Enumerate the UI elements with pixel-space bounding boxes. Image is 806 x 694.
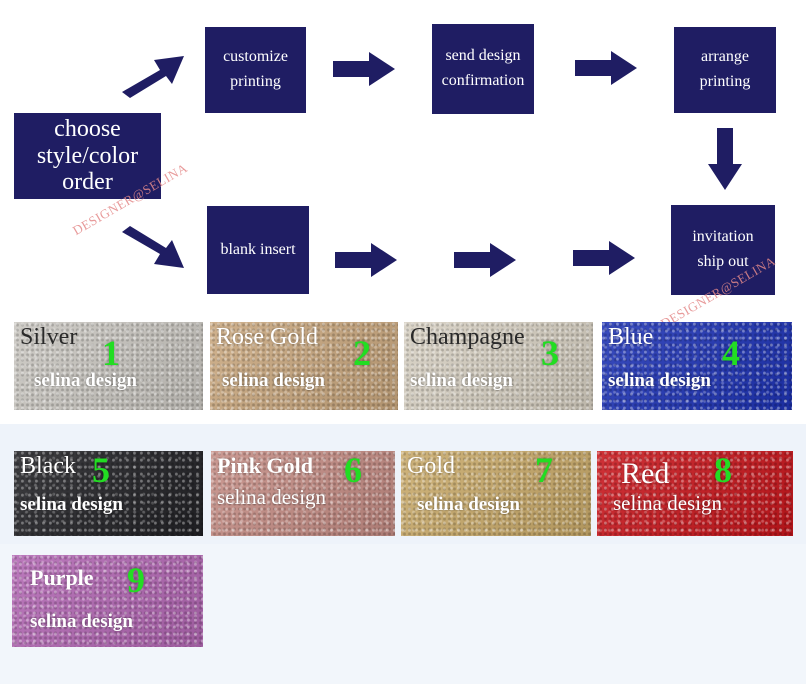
swatch-pink-gold[interactable]: Pink Gold 6 selina design xyxy=(211,451,395,536)
arrow-down-right-icon xyxy=(122,226,184,268)
swatch-texture xyxy=(597,451,793,536)
swatch-texture xyxy=(211,451,395,536)
swatch-watermark: selina design xyxy=(30,611,133,632)
swatch-label: Red xyxy=(621,457,670,490)
step-choose-style-color: choose style/color order xyxy=(14,113,161,199)
swatch-watermark: selina design xyxy=(20,494,123,515)
swatch-number: 3 xyxy=(541,333,559,373)
swatch-label: Black xyxy=(20,453,76,479)
swatch-champagne[interactable]: Champagne 3 selina design xyxy=(404,322,593,410)
step-customize-printing: customize printing xyxy=(205,27,306,113)
swatch-watermark: selina design xyxy=(34,370,137,391)
swatch-red[interactable]: Red 8 selina design xyxy=(597,451,793,536)
swatch-number: 9 xyxy=(127,560,145,600)
swatch-texture xyxy=(404,322,593,410)
swatch-watermark: selina design xyxy=(410,370,513,391)
swatch-watermark: selina design xyxy=(217,485,327,509)
swatch-silver[interactable]: Silver 1 selina design xyxy=(14,322,203,410)
arrow-right-icon xyxy=(575,51,637,85)
swatch-number: 1 xyxy=(102,333,120,373)
step-send-design-confirmation: send design confirmation xyxy=(432,24,534,114)
swatch-texture xyxy=(12,555,203,647)
swatch-texture xyxy=(14,451,203,536)
arrow-right-icon xyxy=(454,243,516,277)
arrow-right-icon xyxy=(335,243,397,277)
swatch-label: Silver xyxy=(20,324,78,350)
swatch-texture xyxy=(14,322,203,410)
swatch-label: Pink Gold xyxy=(217,453,313,478)
swatch-watermark: selina design xyxy=(613,491,723,515)
swatch-purple[interactable]: Purple 9 selina design xyxy=(12,555,203,647)
swatch-rose-gold[interactable]: Rose Gold 2 selina design xyxy=(210,322,398,410)
swatch-black[interactable]: Black 5 selina design xyxy=(14,451,203,536)
arrow-right-icon xyxy=(573,241,635,275)
swatch-texture xyxy=(602,322,792,410)
swatch-number: 5 xyxy=(92,451,110,490)
swatch-number: 4 xyxy=(722,333,740,373)
swatch-label: Purple xyxy=(30,565,94,590)
swatch-number: 8 xyxy=(714,451,732,490)
arrow-down-icon xyxy=(708,128,742,190)
swatch-watermark: selina design xyxy=(417,494,520,515)
swatch-gold[interactable]: Gold 7 selina design xyxy=(401,451,591,536)
swatch-blue[interactable]: Blue 4 selina design xyxy=(602,322,792,410)
swatch-number: 6 xyxy=(344,451,362,490)
swatch-label: Champagne xyxy=(410,324,525,350)
swatch-label: Gold xyxy=(407,453,455,479)
process-flow: choose style/color order customize print… xyxy=(0,0,806,331)
swatch-label: Blue xyxy=(608,324,654,350)
step-invitation-ship-out: invitation ship out xyxy=(671,205,775,295)
swatch-texture xyxy=(401,451,591,536)
arrow-right-icon xyxy=(333,52,395,86)
step-blank-insert: blank insert xyxy=(207,206,309,294)
arrow-up-right-icon xyxy=(122,56,184,98)
swatch-watermark: selina design xyxy=(608,370,711,391)
swatch-number: 2 xyxy=(353,333,371,373)
swatch-label: Rose Gold xyxy=(216,324,318,350)
swatch-watermark: selina design xyxy=(222,370,325,391)
swatch-texture xyxy=(210,322,398,410)
step-arrange-printing: arrange printing xyxy=(674,27,776,113)
swatch-number: 7 xyxy=(535,451,553,490)
